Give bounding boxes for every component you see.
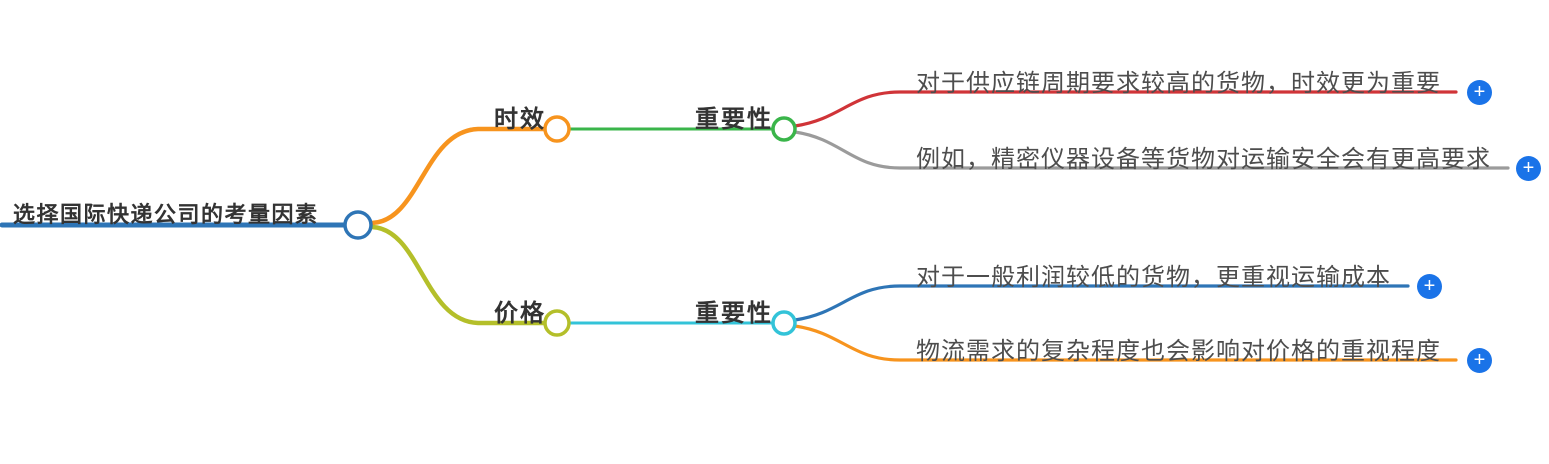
leaf-node-label-precision-equipment[interactable]: 例如，精密仪器设备等货物对运输安全会有更高要求: [916, 146, 1491, 173]
leaf-node-label-low-profit[interactable]: 对于一般利润较低的货物，更重视运输成本: [916, 264, 1391, 291]
root-node-handle[interactable]: [343, 210, 373, 240]
root-node-label[interactable]: 选择国际快递公司的考量因素: [13, 202, 319, 227]
add-child-button-plus-icon[interactable]: +: [1417, 274, 1442, 299]
price-node-handle[interactable]: [543, 309, 571, 337]
branch-node-label-price[interactable]: 价格: [494, 300, 546, 327]
child-node-label-importance-bottom[interactable]: 重要性: [695, 300, 773, 327]
child-node-label-importance-top[interactable]: 重要性: [695, 106, 773, 133]
importance-top-node-handle[interactable]: [771, 116, 797, 142]
branch-curve-price: [369, 224, 548, 326]
branch-node-label-timeliness[interactable]: 时效: [494, 106, 546, 133]
importance-bottom-node-handle[interactable]: [771, 310, 797, 336]
leaf-node-label-supply-chain[interactable]: 对于供应链周期要求较高的货物，时效更为重要: [916, 70, 1441, 97]
add-child-button-plus-icon[interactable]: +: [1516, 156, 1541, 181]
leaf-curve-precision-equipment: [793, 130, 1510, 170]
timeliness-node-handle[interactable]: [543, 115, 571, 143]
leaf-curve-supply-chain: [793, 90, 1458, 128]
branch-curve-timeliness: [369, 126, 548, 226]
add-child-button-plus-icon[interactable]: +: [1467, 80, 1492, 105]
add-child-button-plus-icon[interactable]: +: [1467, 348, 1492, 373]
leaf-node-label-logistics-complexity[interactable]: 物流需求的复杂程度也会影响对价格的重视程度: [916, 338, 1441, 365]
leaf-curve-low-profit: [793, 284, 1410, 322]
leaf-curve-logistics-complexity: [793, 324, 1458, 362]
